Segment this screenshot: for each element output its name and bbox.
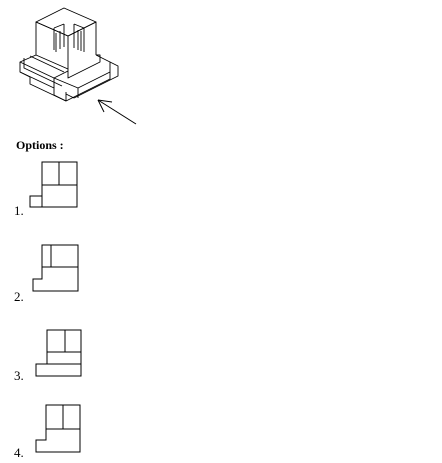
option-1-number[interactable]: 1.	[14, 203, 24, 218]
options-heading: Options :	[16, 138, 64, 152]
tower-front-left	[35, 21, 69, 70]
tower-slot	[53, 23, 85, 52]
option-3-drawing	[35, 329, 82, 377]
option-2-drawing	[32, 244, 79, 292]
tower-front-right	[67, 21, 97, 55]
middle-step	[19, 54, 101, 79]
option-1-drawing	[29, 161, 78, 208]
viewing-direction-arrow-icon	[97, 99, 137, 125]
option-3-number[interactable]: 3.	[14, 368, 24, 383]
option-2-number[interactable]: 2.	[14, 289, 24, 304]
option-4-number[interactable]: 4.	[14, 445, 24, 460]
tower-top-face	[35, 7, 97, 37]
option-4-drawing	[35, 404, 81, 453]
